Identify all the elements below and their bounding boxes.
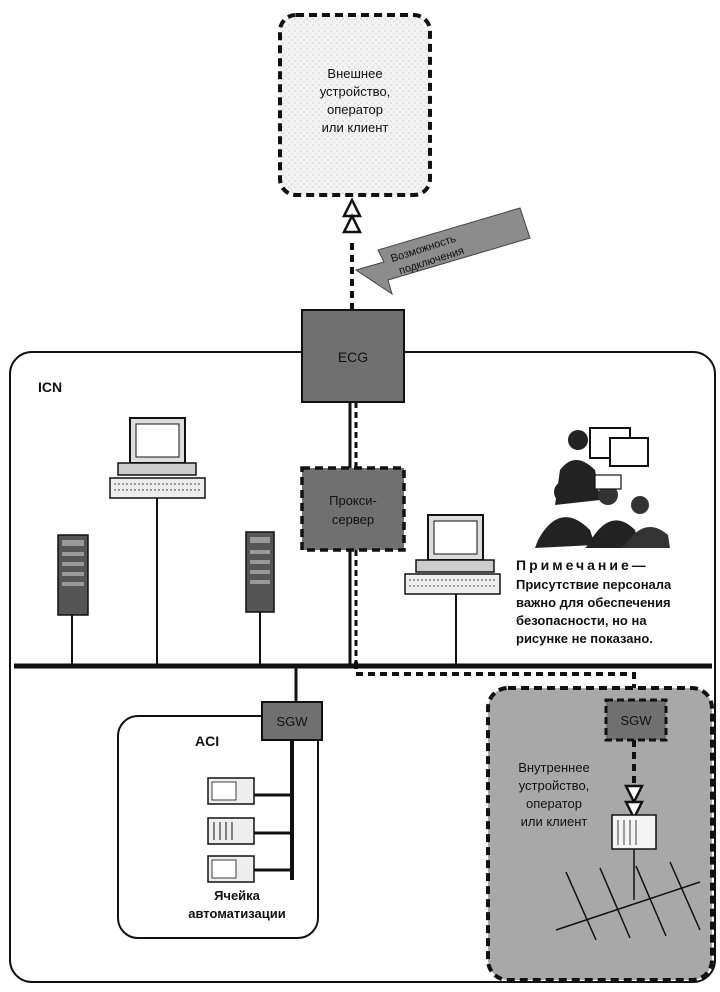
- aci-cell-line-1: Ячейка: [214, 888, 261, 903]
- internal-device: [611, 814, 657, 900]
- icn-label: ICN: [38, 379, 62, 395]
- internal-link-arrow: [623, 740, 645, 821]
- note-line-1: Присутствие персонала: [516, 577, 672, 592]
- internal-zone: Внутреннее устройство, оператор или клие…: [486, 686, 714, 982]
- external-device-line-3: оператор: [327, 102, 383, 117]
- proxy-line-2: сервер: [332, 512, 374, 527]
- aci-device-3: [207, 855, 292, 883]
- note-line-2: важно для обеспечения: [516, 595, 671, 610]
- ecg-box: ECG: [301, 309, 405, 403]
- proxy-line-1: Прокси-: [329, 493, 377, 508]
- aci-device-2: [207, 817, 292, 845]
- sgw-left-label: SGW: [276, 714, 308, 729]
- external-device-line-1: Внешнее: [327, 66, 382, 81]
- internal-device-line-2: устройство,: [519, 778, 590, 793]
- workstation-right: [404, 514, 501, 666]
- ecg-label: ECG: [338, 349, 368, 365]
- personnel-illustration: [535, 427, 670, 548]
- note-title: Примечание—: [516, 557, 649, 573]
- external-device-line-2: устройство,: [320, 84, 391, 99]
- note-line-4: рисунке не показано.: [516, 631, 653, 646]
- internal-device-line-3: оператор: [526, 796, 582, 811]
- server-left: [57, 534, 89, 666]
- note-line-3: безопасности, но на: [516, 613, 647, 628]
- sgw-right-label: SGW: [620, 713, 652, 728]
- external-device-line-4: или клиент: [322, 120, 389, 135]
- field-bus: [555, 861, 701, 941]
- aci-device-1: [207, 777, 292, 805]
- note: Примечание— Присутствие персонала важно …: [516, 557, 672, 646]
- external-link-line: [341, 197, 363, 310]
- workstation-center: [109, 417, 206, 666]
- sgw-left-box: SGW: [261, 701, 323, 741]
- external-device-box: Внешнее устройство, оператор или клиент: [278, 13, 432, 197]
- internal-device-line-4: или клиент: [521, 814, 588, 829]
- server-middle: [245, 531, 275, 666]
- internal-device-line-1: Внутреннее: [518, 760, 590, 775]
- aci-label: ACI: [195, 733, 219, 749]
- proxy-server-box: Прокси- сервер: [300, 466, 406, 552]
- sgw-right-box: SGW: [604, 698, 668, 742]
- connection-arrow: Возможность подключения: [354, 207, 531, 296]
- aci-cell-line-2: автоматизации: [188, 906, 286, 921]
